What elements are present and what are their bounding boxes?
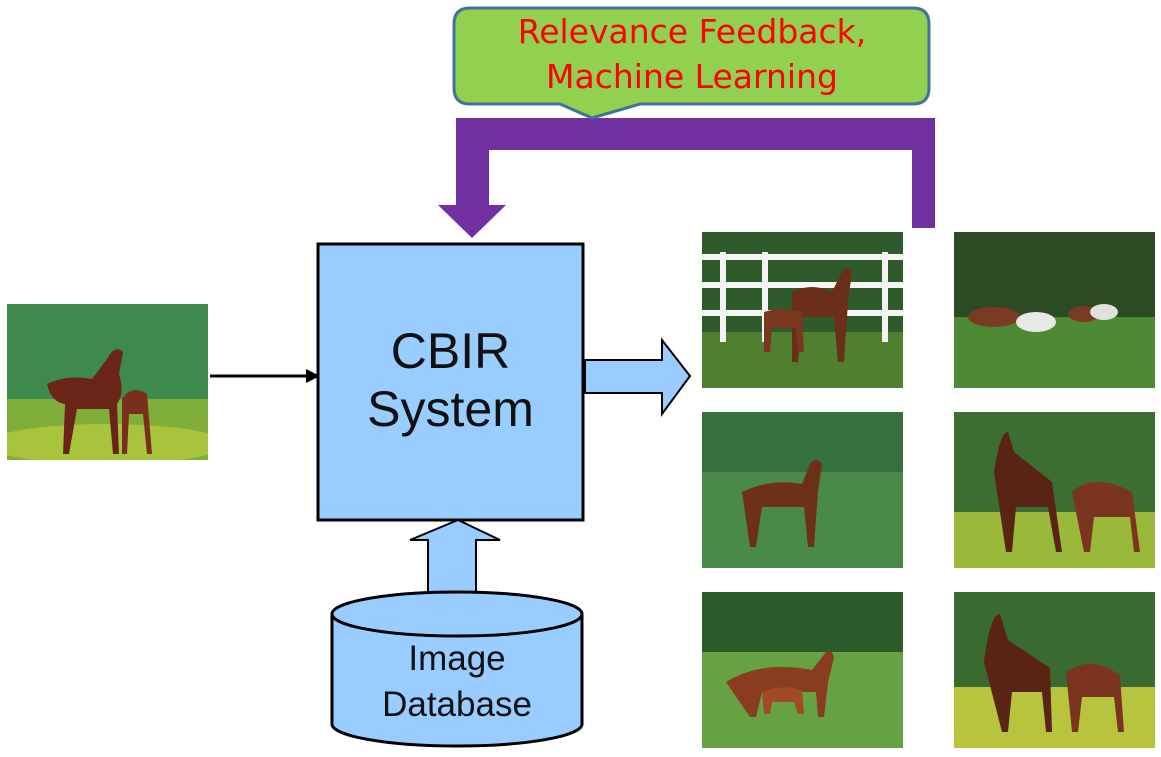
database-arrow — [409, 518, 501, 593]
cbir-line-2: System — [367, 381, 534, 437]
callout-line-2: Machine Learning — [546, 57, 838, 96]
image-database-top — [330, 590, 584, 638]
result-image-3 — [702, 412, 903, 568]
results-arrow — [584, 337, 692, 418]
feedback-callout-bubble — [452, 6, 931, 120]
result-image-4 — [954, 412, 1155, 568]
database-label: Image Database — [332, 636, 582, 728]
feedback-arrow — [438, 118, 935, 238]
feedback-callout-label: Relevance Feedback, Machine Learning — [455, 8, 929, 100]
database-line-2: Database — [382, 685, 532, 724]
result-image-6 — [954, 592, 1155, 748]
result-image-5 — [702, 592, 903, 748]
cbir-system-label: CBIR System — [318, 322, 583, 438]
database-line-1: Image — [408, 639, 506, 678]
callout-line-1: Relevance Feedback, — [517, 12, 867, 51]
cbir-system-box — [316, 242, 585, 522]
query-image — [7, 304, 208, 460]
query-arrow-head — [306, 369, 320, 383]
result-image-1 — [702, 232, 903, 388]
cbir-line-1: CBIR — [390, 323, 511, 379]
result-image-2 — [954, 232, 1155, 388]
image-database-cylinder — [330, 614, 584, 748]
